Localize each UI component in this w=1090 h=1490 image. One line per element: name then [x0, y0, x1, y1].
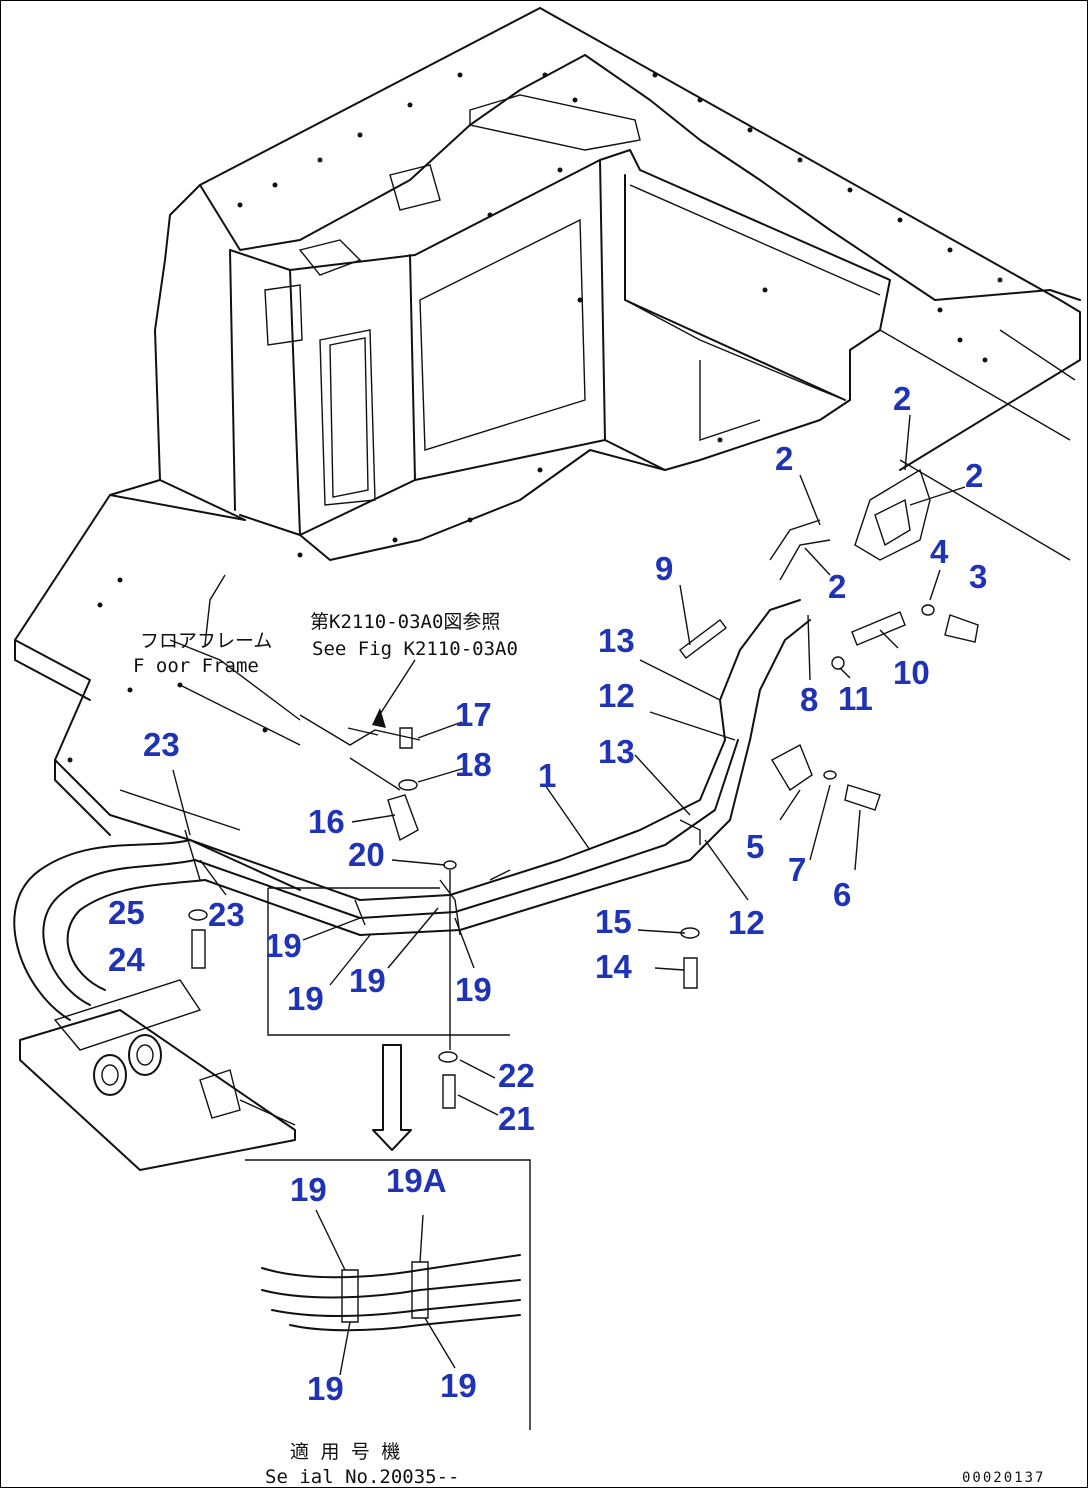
- callout-9: 9: [655, 550, 673, 587]
- callout-21: 21: [498, 1100, 535, 1137]
- document-id: 00020137: [962, 1470, 1045, 1486]
- callout-23: 23: [208, 896, 245, 933]
- serial-label-jp: 適 用 号 機: [290, 1441, 400, 1463]
- detail-box: [245, 887, 531, 1430]
- callout-2: 2: [828, 568, 846, 605]
- callout-18: 18: [455, 746, 492, 783]
- hose-assembly: [13, 468, 931, 1021]
- hardware: [188, 604, 979, 1109]
- callout-13: 13: [598, 622, 635, 659]
- callout-16: 16: [308, 803, 345, 840]
- callout-7: 7: [788, 851, 806, 888]
- callout-19: 19: [349, 962, 386, 999]
- callout-6: 6: [833, 876, 851, 913]
- callout-4: 4: [930, 533, 949, 570]
- callout-25: 25: [108, 894, 145, 931]
- callout-19: 19: [455, 971, 492, 1008]
- callout-2: 2: [775, 440, 793, 477]
- callout-19A: 19A: [386, 1162, 447, 1199]
- callout-12: 12: [598, 677, 635, 714]
- callout-17: 17: [455, 696, 492, 733]
- callout-11: 11: [838, 680, 873, 717]
- callout-24: 24: [108, 941, 145, 978]
- floor-frame-label-jp: フロアフレーム: [140, 630, 272, 652]
- floor-frame-label-en: F oor Frame: [133, 655, 259, 677]
- callout-22: 22: [498, 1057, 535, 1094]
- callout-20: 20: [348, 836, 385, 873]
- callout-19: 19: [440, 1367, 477, 1404]
- callout-3: 3: [969, 558, 987, 595]
- callout-1: 1: [538, 757, 556, 794]
- cab-frame-outline: [154, 7, 1081, 561]
- callout-23: 23: [143, 726, 180, 763]
- floor-frame: [14, 449, 666, 891]
- callout-19: 19: [307, 1370, 344, 1407]
- frame-holes: [237, 72, 1003, 558]
- callout-10: 10: [893, 654, 930, 691]
- callout-2: 2: [965, 457, 983, 494]
- see-fig-label-en: See Fig K2110-03A0: [312, 638, 518, 660]
- quick-coupler-block: [19, 979, 296, 1171]
- callout-19: 19: [290, 1171, 327, 1208]
- callout-15: 15: [595, 903, 632, 940]
- detail-hose-view: [261, 1254, 521, 1332]
- serial-label-en: Se ial No.20035--: [265, 1466, 459, 1488]
- callout-5: 5: [746, 828, 764, 865]
- leader-lines: [172, 414, 966, 1376]
- callout-19: 19: [287, 980, 324, 1017]
- callout-2: 2: [893, 380, 911, 417]
- callout-13: 13: [598, 733, 635, 770]
- callout-8: 8: [800, 681, 818, 718]
- callout-14: 14: [595, 948, 632, 985]
- callout-12: 12: [728, 904, 765, 941]
- see-fig-label-jp: 第K2110-03A0図参照: [310, 611, 500, 633]
- callout-19: 19: [265, 927, 302, 964]
- leader-arrowhead: [372, 708, 386, 728]
